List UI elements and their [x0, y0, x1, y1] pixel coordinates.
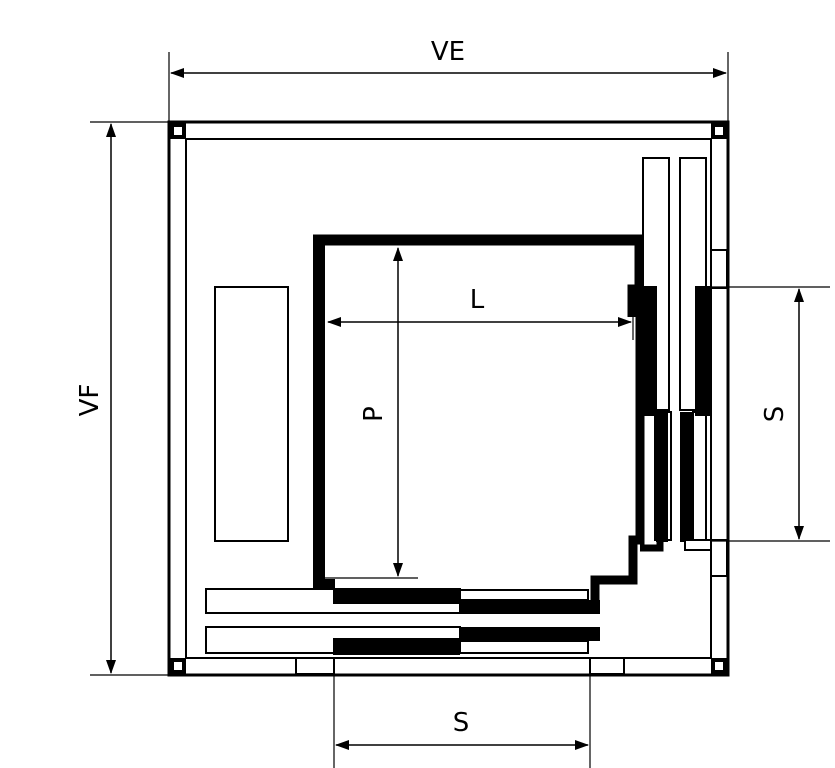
- dimension-ve: VE: [168, 37, 729, 122]
- label-side-s: S: [760, 406, 790, 423]
- label-bottom-s: S: [453, 708, 470, 738]
- label-ve: VE: [431, 37, 465, 67]
- shaft-outer-wall: [167, 120, 730, 677]
- side-landing-doors: [640, 157, 728, 577]
- side-door-thick-2: [695, 286, 710, 416]
- bottom-landing-doors: [205, 588, 625, 675]
- dimension-vf: VF: [75, 121, 169, 676]
- label-vf: VF: [75, 384, 105, 417]
- side-door-thick-1: [640, 286, 657, 416]
- dimension-l: L: [327, 285, 634, 340]
- dimension-bottom-s: S: [333, 658, 591, 768]
- dimension-side-s: S: [710, 286, 830, 542]
- label-l: L: [470, 285, 485, 315]
- counterweight: [214, 286, 289, 542]
- dimension-p: P: [325, 247, 418, 579]
- label-p: P: [359, 406, 389, 422]
